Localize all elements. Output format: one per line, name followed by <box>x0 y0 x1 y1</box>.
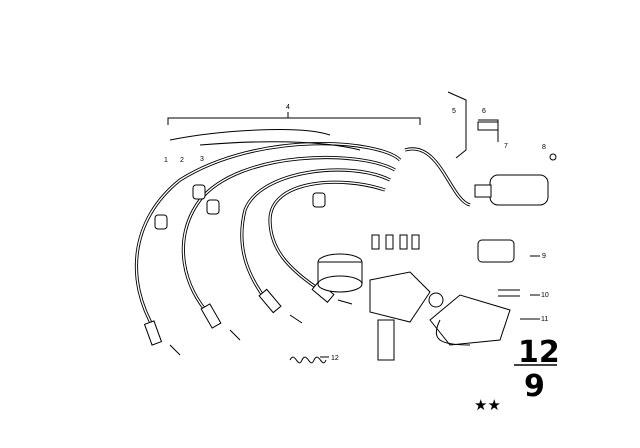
callout-3: 3 <box>200 156 204 163</box>
callout-4: 4 <box>286 104 290 111</box>
ignition-coil <box>447 91 557 206</box>
distributor <box>317 234 444 361</box>
callout-5: 5 <box>452 108 456 115</box>
page-ref-numerator: 12 <box>518 335 560 370</box>
callout-7: 7 <box>504 143 508 150</box>
callout-1: 1 <box>164 157 168 164</box>
callout-8: 8 <box>542 144 546 151</box>
condenser <box>477 239 520 297</box>
page-ref-denominator: 9 <box>524 369 545 404</box>
group-bracket <box>167 112 421 125</box>
callout-labels: 1 2 3 4 5 6 7 8 9 10 11 12 <box>164 104 549 362</box>
callout-6: 6 <box>482 108 486 115</box>
callout-11: 11 <box>541 316 548 323</box>
voltage-regulator <box>429 294 511 346</box>
cable-grommets <box>154 184 326 230</box>
spring <box>289 356 327 364</box>
callout-10: 10 <box>541 292 549 299</box>
callout-2: 2 <box>180 157 184 164</box>
callout-9: 9 <box>542 253 546 260</box>
stars-mark: ★★ <box>474 397 501 414</box>
callout-12: 12 <box>331 355 339 362</box>
spark-plug-connectors <box>143 281 353 356</box>
